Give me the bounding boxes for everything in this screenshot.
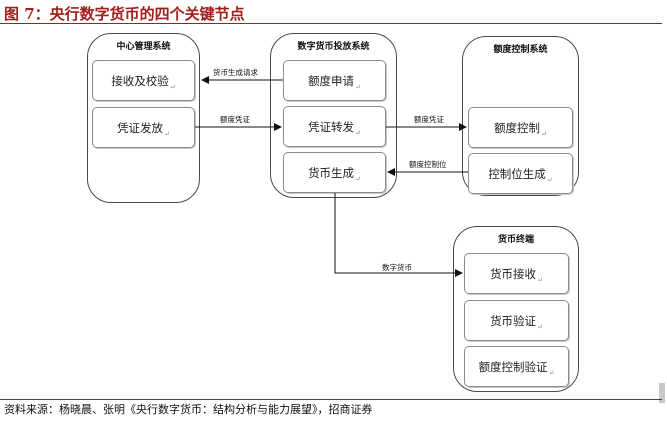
return-mark-icon: ↵ — [355, 175, 361, 183]
currency-verify-label: 货币验证 — [490, 313, 537, 328]
title-rule — [0, 23, 662, 24]
source-rule — [0, 399, 662, 400]
currency-generate-box: 货币生成↵ — [283, 152, 386, 193]
label-currency-request: 货币生成请求 — [213, 68, 258, 77]
label-quota-control-bit: 额度控制位 — [409, 160, 447, 169]
return-mark-icon: ↵ — [537, 276, 543, 284]
quota-system-title: 额度控制系统 — [493, 45, 548, 55]
arrow-digital-currency — [334, 193, 463, 277]
return-mark-icon: ↵ — [541, 130, 547, 138]
currency-generate-label: 货币生成 — [308, 165, 355, 180]
return-mark-icon: ↵ — [355, 83, 361, 91]
return-mark-icon: ↵ — [355, 129, 361, 137]
center-system-title: 中心管理系统 — [116, 42, 171, 52]
label-quota-credential-2: 额度凭证 — [414, 115, 444, 124]
issuing-system-title: 数字货币投放系统 — [297, 42, 370, 52]
terminal-system-title: 货币终端 — [497, 235, 534, 245]
label-quota-credential-1: 额度凭证 — [220, 115, 250, 124]
quota-control-verify-box: 额度控制验证↵ — [464, 346, 569, 387]
return-mark-icon: ↵ — [169, 83, 176, 91]
credential-issue-label: 凭证发放 — [117, 120, 164, 135]
figure-title: 图 7：央行数字货币的四个关键节点 — [4, 5, 245, 23]
credential-forward-box: 凭证转发↵ — [283, 106, 386, 147]
return-mark-icon: ↵ — [548, 369, 555, 377]
quota-apply-label: 额度申请 — [308, 73, 355, 88]
figure-source: 资料来源：杨晓晨、张明《央行数字货币：结构分析与能力展望》，招商证券 — [4, 403, 373, 416]
control-bit-generate-box: 控制位生成↵ — [468, 153, 573, 194]
credential-issue-box: 凭证发放↵ — [92, 107, 195, 148]
quota-control-box: 额度控制↵ — [468, 107, 573, 148]
currency-verify-box: 货币验证↵ — [464, 300, 569, 341]
quota-apply-box: 额度申请↵ — [283, 60, 386, 101]
receive-verify-label: 接收及校验 — [111, 73, 169, 88]
page-edge-mark — [659, 383, 665, 403]
credential-forward-label: 凭证转发 — [308, 119, 355, 134]
label-digital-currency: 数字货币 — [382, 263, 412, 272]
quota-control-label: 额度控制 — [494, 120, 541, 135]
currency-receive-label: 货币接收 — [490, 266, 537, 281]
quota-control-verify-label: 额度控制验证 — [478, 359, 548, 374]
receive-verify-box: 接收及校验↵ — [92, 60, 195, 101]
return-mark-icon: ↵ — [164, 130, 170, 138]
return-mark-icon: ↵ — [546, 176, 553, 184]
currency-receive-box: 货币接收↵ — [464, 253, 569, 294]
return-mark-icon: ↵ — [537, 323, 543, 331]
control-bit-generate-label: 控制位生成 — [488, 166, 546, 181]
